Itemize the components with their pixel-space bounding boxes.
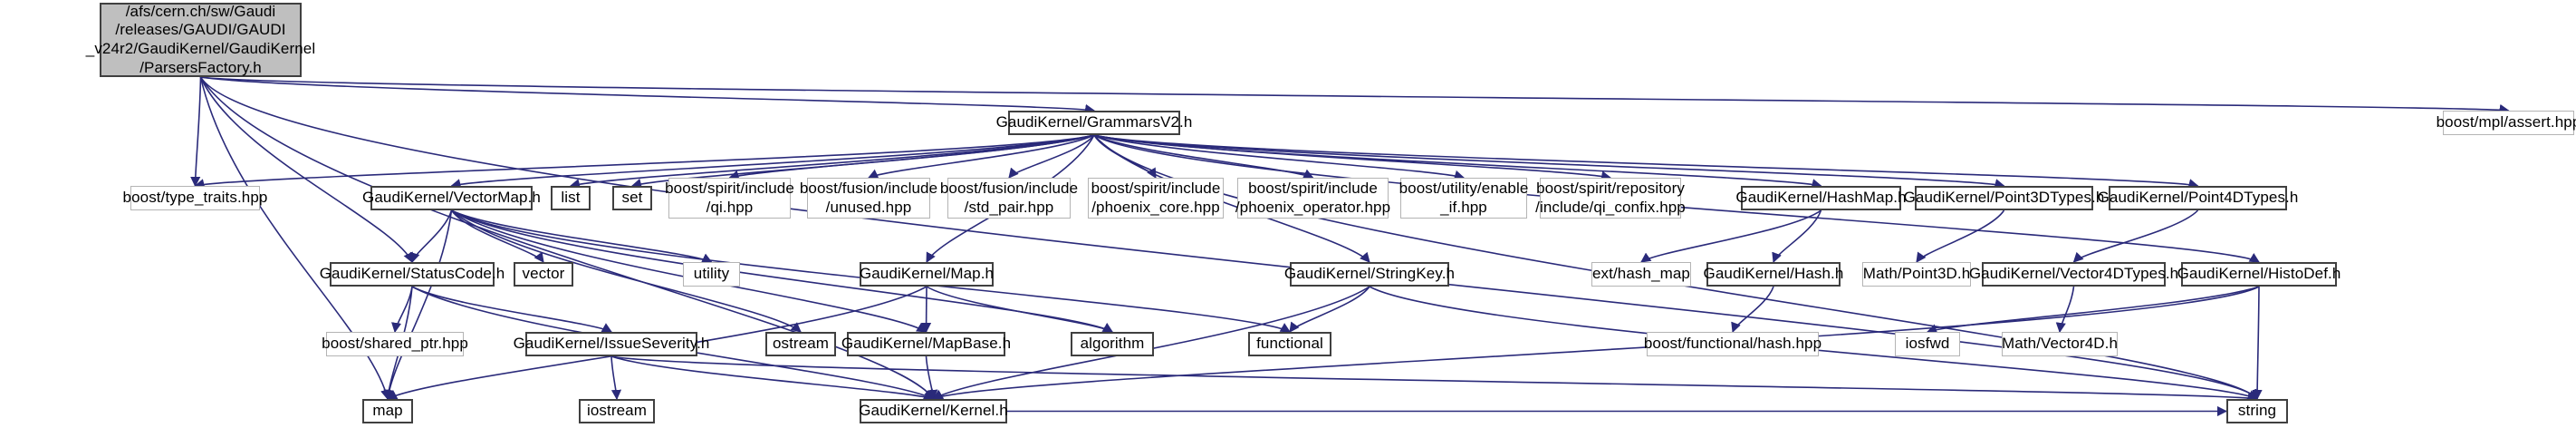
graph-edge-grammars-to-spiritqi bbox=[728, 134, 1095, 180]
graph-node-grammars[interactable]: GaudiKernel/GrammarsV2.h bbox=[996, 111, 1192, 135]
graph-node-sharedptr[interactable]: boost/shared_ptr.hpp bbox=[322, 332, 468, 356]
graph-edge-root-to-typetraits bbox=[190, 76, 202, 188]
graph-node-iosfwd[interactable]: iosfwd bbox=[1895, 332, 1960, 356]
graph-edge-grammars-to-qiconfix bbox=[1093, 134, 1612, 181]
graph-node-qiconfix[interactable]: boost/spirit/repository /include/qi_conf… bbox=[1535, 178, 1686, 219]
graph-edge-grammars-to-fusionstdpair bbox=[1008, 134, 1095, 179]
graph-edge-point3dtypes-to-mathpoint3d bbox=[1916, 209, 2005, 263]
graph-edge-statuscode-to-sharedptr bbox=[391, 286, 413, 334]
graph-node-phoenixop[interactable]: boost/spirit/include /phoenix_operator.h… bbox=[1235, 178, 1390, 219]
graph-node-typetraits[interactable]: boost/type_traits.hpp bbox=[123, 186, 267, 210]
graph-node-fusionstdpair[interactable]: boost/fusion/include /std_pair.hpp bbox=[940, 178, 1078, 219]
graph-node-phoenixcore[interactable]: boost/spirit/include /phoenix_core.hpp bbox=[1088, 178, 1224, 219]
graph-node-stringkey[interactable]: GaudiKernel/StringKey.h bbox=[1284, 262, 1455, 287]
graph-node-map[interactable]: map bbox=[362, 399, 413, 423]
graph-node-list[interactable]: list bbox=[551, 186, 591, 210]
graph-node-exthashmap[interactable]: ext/hash_map bbox=[1591, 262, 1691, 287]
graph-node-ostream[interactable]: ostream bbox=[765, 332, 836, 356]
graph-node-statuscode[interactable]: GaudiKernel/StatusCode.h bbox=[320, 262, 505, 287]
graph-node-utility[interactable]: utility bbox=[683, 262, 740, 287]
edge-group bbox=[190, 76, 2510, 417]
graph-edge-root-to-statuscode bbox=[199, 76, 413, 264]
graph-edge-root-to-mplassert bbox=[200, 76, 2510, 115]
graph-node-algorithm[interactable]: algorithm bbox=[1071, 332, 1154, 356]
graph-edge-root-to-grammars bbox=[200, 76, 1096, 114]
graph-node-enableif[interactable]: boost/utility/enable _if.hpp bbox=[1399, 178, 1528, 219]
graph-edge-vectormap-to-statuscode bbox=[409, 209, 453, 264]
graph-node-point4dtypes[interactable]: GaudiKernel/Point4DTypes.h bbox=[2098, 186, 2298, 210]
graph-node-functionalhash[interactable]: boost/functional/hash.hpp bbox=[1644, 332, 1821, 356]
graph-edge-vectormap-to-map bbox=[383, 209, 453, 401]
graph-node-spiritqi[interactable]: boost/spirit/include /qi.hpp bbox=[665, 178, 794, 219]
graph-node-histodef[interactable]: GaudiKernel/HistoDef.h bbox=[2177, 262, 2341, 287]
graph-node-functional[interactable]: functional bbox=[1248, 332, 1331, 356]
graph-edge-grammars-to-fusionunused bbox=[867, 134, 1095, 179]
graph-node-vector[interactable]: vector bbox=[514, 262, 573, 287]
graph-edge-vectormap-to-vector bbox=[450, 209, 544, 263]
graph-edge-issueseverity-to-string bbox=[610, 355, 2259, 403]
graph-edge-histodef-to-string bbox=[2252, 286, 2263, 401]
graph-edge-hashh-to-functionalhash bbox=[1731, 286, 1774, 334]
graph-edge-statuscode-to-issueseverity bbox=[411, 286, 612, 333]
graph-node-hashh[interactable]: GaudiKernel/Hash.h bbox=[1704, 262, 1843, 287]
graph-node-point3dtypes[interactable]: GaudiKernel/Point3DTypes.h bbox=[1904, 186, 2104, 210]
graph-edge-issueseverity-to-iostream bbox=[610, 355, 622, 401]
graph-edge-histodef-to-iosfwd bbox=[1926, 286, 2260, 335]
graph-edge-maph-to-mapbase bbox=[920, 286, 932, 334]
graph-edge-mapbase-to-kernelh bbox=[925, 355, 938, 401]
graph-node-maph[interactable]: GaudiKernel/Map.h bbox=[860, 262, 994, 287]
graph-edge-grammars-to-phoenixcore bbox=[1093, 134, 1157, 179]
graph-node-hashmaph[interactable]: GaudiKernel/HashMap.h bbox=[1735, 186, 1907, 210]
graph-edge-issueseverity-to-kernelh bbox=[610, 355, 935, 402]
graph-node-vector4dtypes[interactable]: GaudiKernel/Vector4DTypes.h bbox=[1969, 262, 2178, 287]
graph-edge-grammars-to-enableif bbox=[1093, 134, 1466, 180]
graph-edge-hashmaph-to-hashh bbox=[1772, 209, 1822, 264]
graph-node-root[interactable]: /afs/cern.ch/sw/Gaudi /releases/GAUDI/GA… bbox=[85, 2, 316, 77]
graph-node-mplassert[interactable]: boost/mpl/assert.hpp bbox=[2437, 111, 2576, 135]
graph-node-issueseverity[interactable]: GaudiKernel/IssueSeverity.h bbox=[514, 332, 709, 356]
graph-edge-grammars-to-phoenixop bbox=[1093, 134, 1314, 179]
graph-node-vectormap[interactable]: GaudiKernel/VectorMap.h bbox=[362, 186, 541, 210]
graph-edge-vector4dtypes-to-mathvector4d bbox=[2055, 286, 2075, 334]
graph-node-kernelh[interactable]: GaudiKernel/Kernel.h bbox=[859, 399, 1008, 423]
graph-node-set[interactable]: set bbox=[612, 186, 652, 210]
graph-node-mathvector4d[interactable]: Math/Vector4D.h bbox=[2002, 332, 2118, 356]
graph-node-string[interactable]: string bbox=[2226, 399, 2288, 423]
graph-node-mapbase[interactable]: GaudiKernel/MapBase.h bbox=[841, 332, 1011, 356]
graph-edge-maph-to-algorithm bbox=[926, 286, 1113, 333]
graph-node-mathpoint3d[interactable]: Math/Point3D.h bbox=[1862, 262, 1971, 287]
graph-node-fusionunused[interactable]: boost/fusion/include /unused.hpp bbox=[800, 178, 937, 219]
graph-node-iostream[interactable]: iostream bbox=[579, 399, 655, 423]
graph-edge-point4dtypes-to-vector4dtypes bbox=[2072, 209, 2199, 263]
graph-edge-stringkey-to-functional bbox=[1289, 286, 1370, 333]
